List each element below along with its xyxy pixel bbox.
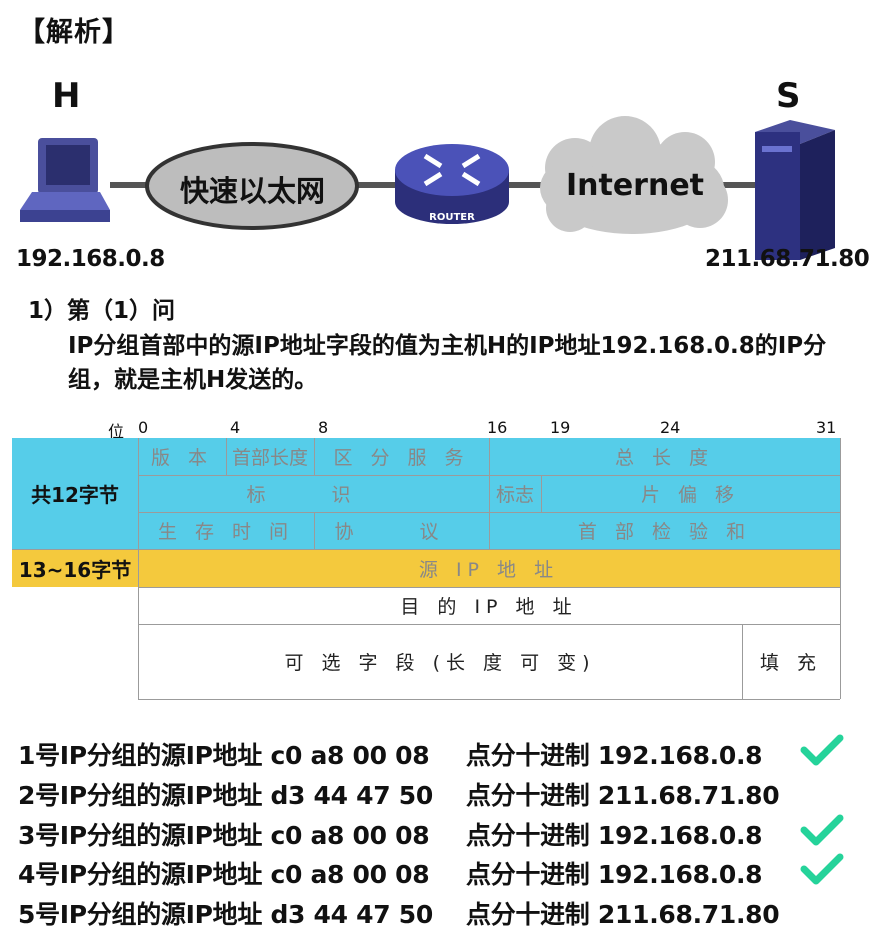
host-ip: 192.168.0.8 (16, 246, 165, 272)
field-source-ip: 源 IP 地 址 (418, 558, 560, 581)
bit-tick: 8 (318, 418, 329, 437)
host-label: H (52, 76, 81, 116)
router-text: ROUTER (429, 212, 475, 223)
server-label: S (776, 76, 801, 116)
field-tos: 区 分 服 务 (333, 447, 470, 469)
field-padding: 填 充 (759, 652, 823, 674)
packet-label: 5号IP分组的源IP地址 d3 44 47 50 (18, 900, 433, 929)
field-total-length: 总 长 度 (614, 447, 715, 469)
computer-icon (20, 138, 110, 222)
source-ip-band (12, 549, 840, 587)
bit-tick: 0 (138, 418, 149, 437)
question-answer: IP分组首部中的源IP地址字段的值为主机H的IP地址192.168.0.8的IP… (68, 333, 827, 393)
packet-label: 1号IP分组的源IP地址 c0 a8 00 08 (18, 741, 430, 770)
server-ip: 211.68.71.80 (705, 246, 869, 272)
router-icon: ROUTER (395, 144, 509, 224)
network-diagram: ROUTER H S 快速以太网 Internet 192.168.0.8 21… (0, 60, 869, 280)
field-fragment-offset: 片 偏 移 (640, 484, 741, 506)
bit-label: 位 (108, 422, 125, 441)
field-protocol: 协 议 (334, 521, 469, 543)
field-ihl: 首部长度 (231, 447, 308, 469)
list-item: 4号IP分组的源IP地址 c0 a8 00 08 点分十进制 192.168.0… (18, 855, 763, 891)
packet-label: 4号IP分组的源IP地址 c0 a8 00 08 (18, 860, 430, 889)
bit-tick: 16 (487, 418, 508, 437)
check-icon (800, 814, 844, 846)
list-item: 2号IP分组的源IP地址 d3 44 47 50 点分十进制 211.68.71… (18, 776, 780, 812)
fixed-header-band (12, 438, 840, 549)
packet-label: 3号IP分组的源IP地址 c0 a8 00 08 (18, 821, 430, 850)
packet-label: 2号IP分组的源IP地址 d3 44 47 50 (18, 781, 433, 810)
bit-tick: 31 (816, 418, 837, 437)
bit-tick: 4 (230, 418, 241, 437)
packet-decimal: 点分十进制 192.168.0.8 (466, 741, 763, 770)
packet-decimal: 点分十进制 211.68.71.80 (466, 781, 780, 810)
ethernet-ellipse (145, 142, 359, 230)
field-checksum: 首 部 检 验 和 (577, 521, 752, 543)
list-item: 3号IP分组的源IP地址 c0 a8 00 08 点分十进制 192.168.0… (18, 816, 763, 852)
question-number: 1）第（1）问 (28, 298, 176, 324)
ethernet-label: 快速以太网 (179, 174, 325, 208)
field-dest-ip: 目 的 IP 地 址 (400, 596, 578, 618)
field-version: 版 本 (150, 447, 214, 469)
check-icon (800, 734, 844, 766)
field-flags: 标志 (495, 484, 534, 506)
check-icon (800, 853, 844, 885)
page-title: 【解析】 (18, 17, 130, 48)
packet-decimal: 点分十进制 192.168.0.8 (466, 821, 763, 850)
fixed-bytes-label: 共12字节 (31, 483, 119, 507)
internet-label: Internet (565, 168, 705, 203)
packet-decimal: 点分十进制 211.68.71.80 (466, 900, 780, 929)
cloud-icon (540, 116, 728, 234)
packet-decimal: 点分十进制 192.168.0.8 (466, 860, 763, 889)
source-bytes-label: 13~16字节 (18, 557, 132, 582)
list-item: 5号IP分组的源IP地址 d3 44 47 50 点分十进制 211.68.71… (18, 895, 780, 931)
bit-tick: 24 (660, 418, 681, 437)
list-item: 1号IP分组的源IP地址 c0 a8 00 08 点分十进制 192.168.0… (18, 736, 763, 772)
field-ttl: 生 存 时 间 (157, 521, 295, 543)
bit-tick: 19 (550, 418, 571, 437)
server-icon (755, 120, 835, 260)
field-identification: 标 识 (246, 484, 381, 506)
field-options: 可 选 字 段 (长 度 可 变) (284, 652, 596, 674)
